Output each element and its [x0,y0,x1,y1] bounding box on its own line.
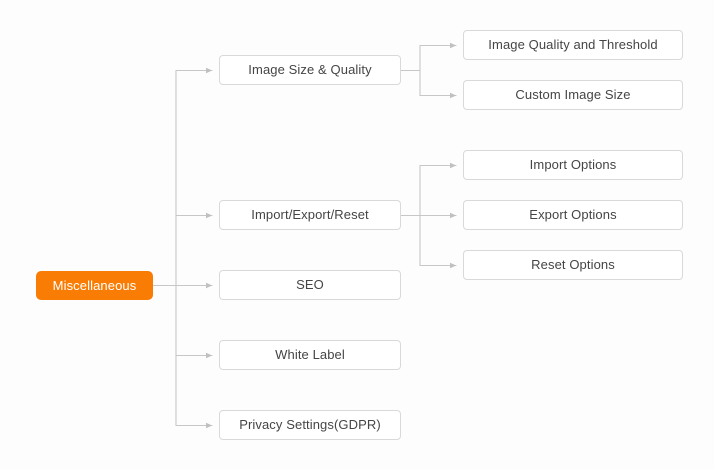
node-privacy-settings-gdpr-label: Privacy Settings(GDPR) [239,417,381,433]
node-privacy-settings-gdpr[interactable]: Privacy Settings(GDPR) [219,410,401,440]
node-import-options[interactable]: Import Options [463,150,683,180]
node-custom-image-size-label: Custom Image Size [515,87,631,103]
node-image-quality-and-threshold-label: Image Quality and Threshold [488,37,658,53]
node-import-options-label: Import Options [529,157,617,173]
node-image-quality-and-threshold[interactable]: Image Quality and Threshold [463,30,683,60]
node-seo[interactable]: SEO [219,270,401,300]
node-export-options[interactable]: Export Options [463,200,683,230]
node-seo-label: SEO [296,277,324,293]
node-custom-image-size[interactable]: Custom Image Size [463,80,683,110]
node-import-export-reset-label: Import/Export/Reset [251,207,369,223]
node-white-label[interactable]: White Label [219,340,401,370]
node-reset-options[interactable]: Reset Options [463,250,683,280]
node-root-miscellaneous[interactable]: Miscellaneous [36,271,153,300]
node-image-size-quality[interactable]: Image Size & Quality [219,55,401,85]
node-white-label-label: White Label [275,347,345,363]
node-import-export-reset[interactable]: Import/Export/Reset [219,200,401,230]
node-root-label: Miscellaneous [52,277,137,293]
node-image-size-quality-label: Image Size & Quality [248,62,372,78]
node-export-options-label: Export Options [529,207,617,223]
node-reset-options-label: Reset Options [531,257,615,273]
